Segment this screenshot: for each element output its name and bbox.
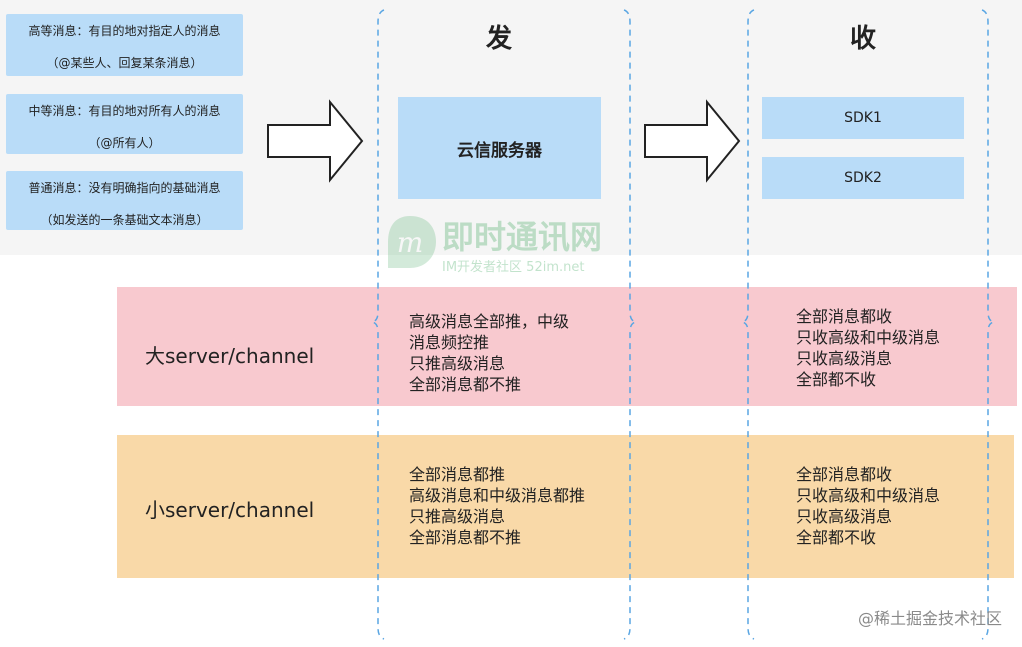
medium-priority-box: 中等消息：有目的地对所有人的消息 （@所有人）: [6, 94, 243, 154]
list-item: 只推高级消息: [409, 354, 506, 373]
cloud-server-label: 云信服务器: [457, 140, 542, 161]
small-server-send-lines: 全部消息都推 高级消息和中级消息都推 只推高级消息 全部消息都不推: [409, 464, 585, 548]
list-item: 全部消息都不推: [409, 375, 522, 394]
watermark-logo-icon: m: [388, 216, 436, 268]
small-server-label: 小server/channel: [145, 498, 315, 522]
list-item: 全部消息都不推: [409, 528, 522, 547]
normal-priority-line1: 普通消息：没有明确指向的基础消息: [28, 181, 221, 195]
list-item: 全部都不收: [796, 528, 877, 547]
medium-priority-line1: 中等消息：有目的地对所有人的消息: [28, 104, 221, 118]
list-item: 高级消息全部推，中级: [409, 312, 570, 331]
list-item: 只收高级和中级消息: [796, 486, 941, 505]
list-item: 高级消息和中级消息都推: [409, 486, 586, 505]
list-item: 全部消息都收: [796, 307, 893, 326]
large-server-band: [117, 287, 1017, 406]
watermark-title: 即时通讯网: [442, 218, 603, 256]
footer-credit: @稀土掘金技术社区: [857, 609, 1002, 628]
high-priority-line1: 高等消息：有目的地对指定人的消息: [28, 24, 221, 38]
list-item: 全部消息都收: [796, 465, 893, 484]
small-server-band: [117, 435, 1014, 578]
sdk2-label: SDK2: [844, 170, 882, 186]
list-item: 只收高级和中级消息: [796, 328, 941, 347]
large-server-label: 大server/channel: [145, 344, 315, 368]
send-column-left-brace: [371, 9, 385, 640]
sdk1-label: SDK1: [844, 110, 882, 126]
list-item: 全部消息都推: [409, 465, 506, 484]
cloud-server-box: 云信服务器: [398, 97, 601, 199]
receive-column-title: 收: [849, 24, 876, 54]
watermark-subtitle: IM开发者社区 52im.net: [442, 260, 585, 275]
send-column-right-brace: [623, 9, 637, 640]
sdk2-box: SDK2: [762, 157, 964, 199]
sdk1-box: SDK1: [762, 97, 964, 139]
right-arrow-icon: [267, 99, 364, 183]
list-item: 只收高级消息: [796, 507, 893, 526]
large-server-receive-lines: 全部消息都收 只收高级和中级消息 只收高级消息 全部都不收: [796, 306, 940, 390]
large-server-send-lines: 高级消息全部推，中级 消息频控推 只推高级消息 全部消息都不推: [409, 311, 569, 395]
list-item: 全部都不收: [796, 370, 877, 389]
normal-priority-line2: （如发送的一条基础文本消息）: [40, 213, 209, 227]
list-item: 只收高级消息: [796, 349, 893, 368]
send-column-title: 发: [485, 24, 512, 54]
normal-priority-box: 普通消息：没有明确指向的基础消息 （如发送的一条基础文本消息）: [6, 171, 243, 230]
small-server-receive-lines: 全部消息都收 只收高级和中级消息 只收高级消息 全部都不收: [796, 464, 940, 548]
receive-column-left-brace: [741, 9, 755, 640]
medium-priority-line2: （@所有人）: [88, 136, 161, 150]
list-item: 只推高级消息: [409, 507, 506, 526]
list-item: 消息频控推: [409, 333, 490, 352]
high-priority-line2: （@某些人、回复某条消息）: [46, 56, 203, 70]
high-priority-box: 高等消息：有目的地对指定人的消息 （@某些人、回复某条消息）: [6, 14, 243, 76]
svg-text:m: m: [397, 226, 424, 259]
right-arrow-icon: [644, 99, 741, 183]
receive-column-right-brace: [981, 9, 995, 640]
